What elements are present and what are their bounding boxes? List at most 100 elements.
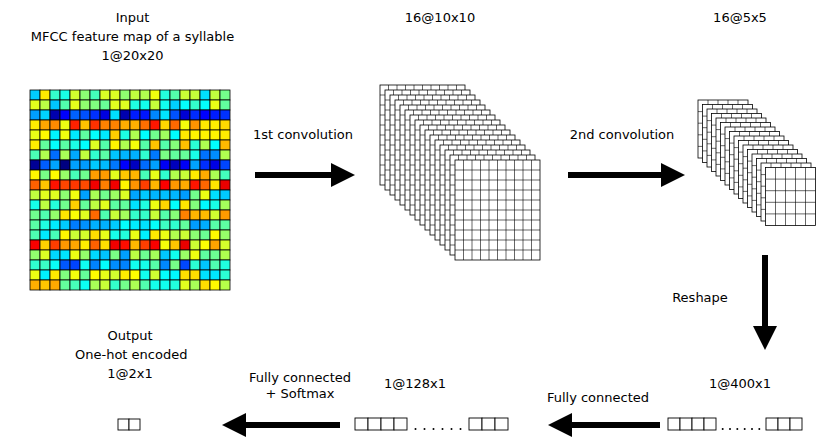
mfcc-cell <box>80 160 90 170</box>
mfcc-cell <box>200 240 210 250</box>
mfcc-cell <box>160 140 170 150</box>
mfcc-cell <box>200 170 210 180</box>
mfcc-cell <box>180 220 190 230</box>
vector: 1@400x1 <box>665 374 820 434</box>
mfcc-cell <box>120 110 130 120</box>
mfcc-cell <box>80 110 90 120</box>
mfcc-cell <box>40 230 50 240</box>
mfcc-cell <box>150 280 160 290</box>
mfcc-cell <box>70 280 80 290</box>
mfcc-cell <box>130 240 140 250</box>
mfcc-cell <box>100 190 110 200</box>
mfcc-cell <box>160 280 170 290</box>
mfcc-cell <box>220 140 230 150</box>
mfcc-cell <box>190 140 200 150</box>
mfcc-cell <box>190 280 200 290</box>
mfcc-cell <box>160 230 170 240</box>
mfcc-cell <box>100 100 110 110</box>
mfcc-cell <box>90 210 100 220</box>
mfcc-cell <box>170 170 180 180</box>
mfcc-cell <box>190 190 200 200</box>
mfcc-cell <box>140 260 150 270</box>
mfcc-cell <box>140 280 150 290</box>
mfcc-cell <box>90 280 100 290</box>
mfcc-cell <box>180 100 190 110</box>
node-label: 1@2x1 <box>75 364 185 383</box>
mfcc-cell <box>50 190 60 200</box>
mfcc-cell <box>120 250 130 260</box>
mfcc-cell <box>160 130 170 140</box>
mfcc-cell <box>180 230 190 240</box>
mfcc-cell <box>80 120 90 130</box>
mfcc-cell <box>60 170 70 180</box>
mfcc-cell <box>70 180 80 190</box>
mfcc-cell <box>60 210 70 220</box>
mfcc-cell <box>160 170 170 180</box>
mfcc-cell <box>120 100 130 110</box>
mfcc-cell <box>220 260 230 270</box>
mfcc-cell <box>90 230 100 240</box>
mfcc-cell <box>90 270 100 280</box>
vector-cell <box>495 418 508 430</box>
mfcc-cell <box>190 150 200 160</box>
mfcc-cell <box>70 150 80 160</box>
mfcc-cell <box>150 130 160 140</box>
mfcc-cell <box>130 220 140 230</box>
mfcc-cell <box>140 160 150 170</box>
mfcc-cell <box>50 240 60 250</box>
mfcc-cell <box>150 180 160 190</box>
output-vector: OutputOne-hot encoded1@2x1 <box>75 326 185 434</box>
mfcc-cell <box>180 150 190 160</box>
mfcc-cell <box>110 210 120 220</box>
mfcc-cell <box>30 270 40 280</box>
mfcc-cell <box>110 180 120 190</box>
mfcc-cell <box>140 110 150 120</box>
node-heading: 1@128x1 <box>365 374 465 393</box>
node-heading: 1@400x1 <box>690 374 790 393</box>
mfcc-cell <box>130 210 140 220</box>
mfcc-cell <box>100 90 110 100</box>
mfcc-cell <box>130 130 140 140</box>
mfcc-cell <box>200 130 210 140</box>
mfcc-cell <box>110 150 120 160</box>
node-label: MFCC feature map of a syllable <box>20 27 245 46</box>
mfcc-cell <box>90 100 100 110</box>
feature-map-stack-drawing <box>375 8 550 270</box>
mfcc-cell <box>140 120 150 130</box>
mfcc-cell <box>80 170 90 180</box>
mfcc-cell <box>130 100 140 110</box>
mfcc-cell <box>50 200 60 210</box>
mfcc-cell <box>40 270 50 280</box>
mfcc-cell <box>50 130 60 140</box>
mfcc-cell <box>120 120 130 130</box>
mfcc-cell <box>190 250 200 260</box>
mfcc-cell <box>60 130 70 140</box>
vector-cell <box>778 418 790 430</box>
node-heading: 16@10x10 <box>375 8 505 27</box>
mfcc-cell <box>210 250 220 260</box>
mfcc-cell <box>100 170 110 180</box>
mfcc-cell <box>60 220 70 230</box>
mfcc-cell <box>120 200 130 210</box>
mfcc-cell <box>220 90 230 100</box>
mfcc-cell <box>160 200 170 210</box>
mfcc-cell <box>50 230 60 240</box>
mfcc-cell <box>160 120 170 130</box>
mfcc-cell <box>160 150 170 160</box>
mfcc-cell <box>70 110 80 120</box>
mfcc-cell <box>80 200 90 210</box>
mfcc-cells <box>30 90 230 290</box>
mfcc-cell <box>50 150 60 160</box>
mfcc-cell <box>170 220 180 230</box>
mfcc-cell <box>130 260 140 270</box>
mfcc-cell <box>200 120 210 130</box>
node-label: One-hot encoded <box>75 345 185 364</box>
mfcc-cell <box>210 210 220 220</box>
mfcc-cell <box>210 150 220 160</box>
mfcc-cell <box>150 230 160 240</box>
mfcc-cell <box>90 170 100 180</box>
vector-cell <box>482 418 495 430</box>
node-heading: 16@5x5 <box>695 8 785 27</box>
vector-cell <box>680 418 692 430</box>
mfcc-cell <box>160 160 170 170</box>
